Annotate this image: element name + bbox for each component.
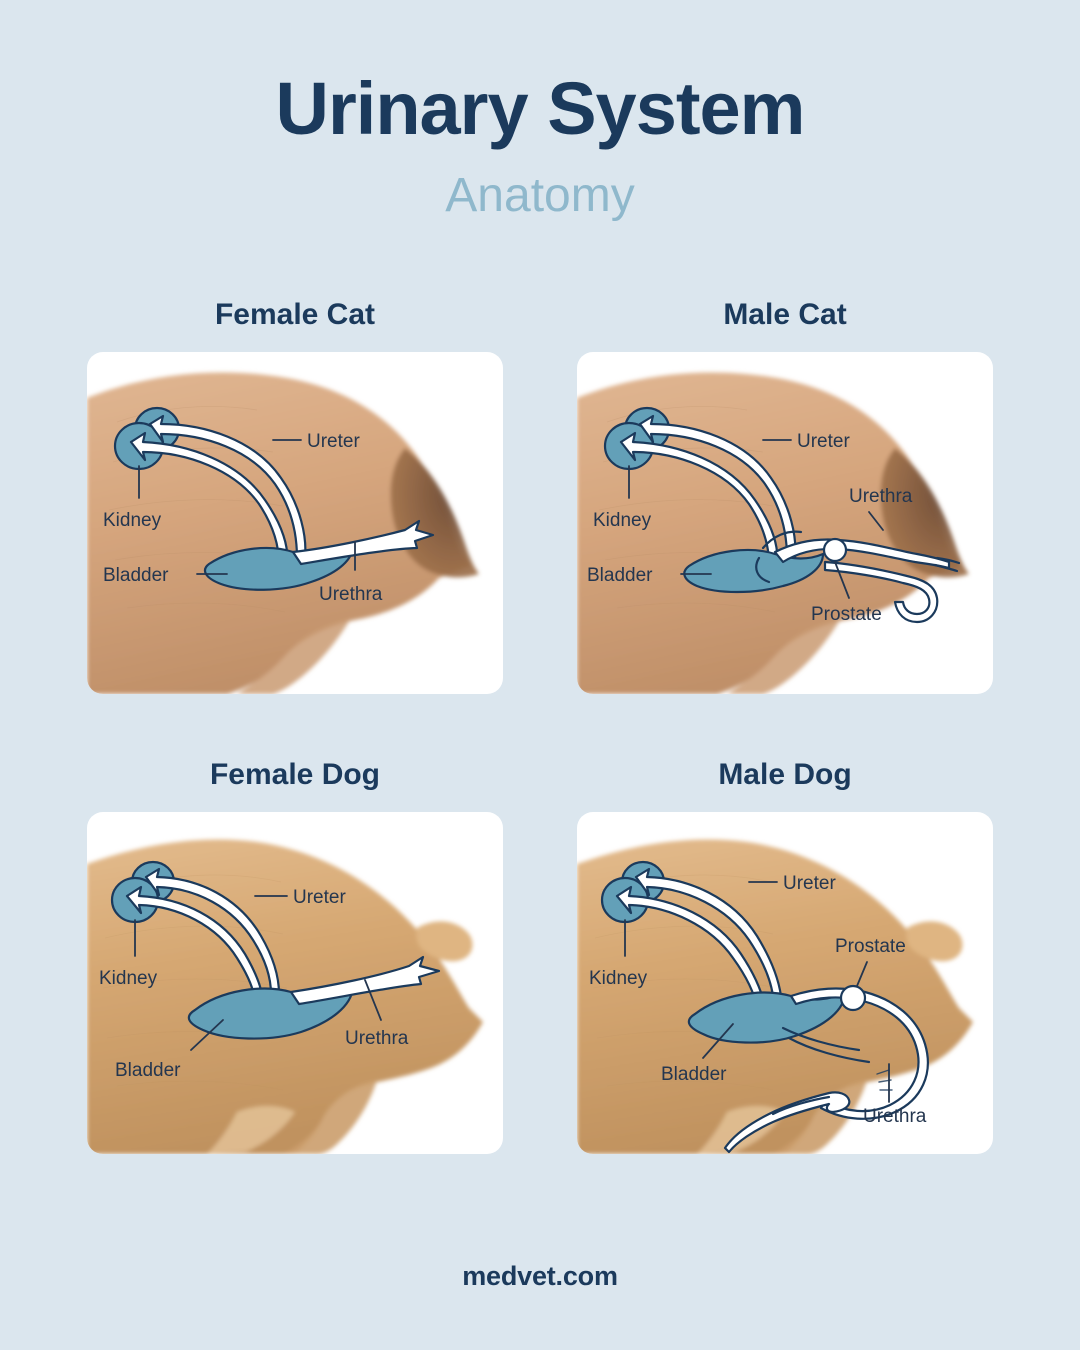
label-bladder: Bladder: [103, 565, 228, 586]
anatomy-overlay-female-dog: Ureter Kidney Bladder Urethra: [99, 860, 441, 1081]
label-bladder: Bladder: [661, 1023, 734, 1085]
prostate-shape: [839, 984, 867, 1012]
diagram-card-male-cat: Ureter Kidney Bladder Urethra: [577, 352, 993, 694]
page-title: Urinary System: [275, 67, 806, 150]
label-ureter-text: Ureter: [307, 431, 360, 452]
label-kidney-text: Kidney: [589, 968, 648, 989]
anatomy-overlay-female-cat: Ureter Kidney Bladder Urethra: [103, 406, 435, 605]
label-urethra-text: Urethra: [863, 1106, 927, 1127]
urethra-shape: [723, 987, 929, 1154]
label-kidney: Kidney: [99, 919, 158, 989]
label-urethra: Urethra: [863, 1063, 927, 1127]
label-urethra: Urethra: [849, 486, 913, 531]
label-bladder-text: Bladder: [661, 1064, 727, 1085]
urethra-shape: [291, 519, 435, 566]
prostate-shape: [822, 537, 848, 563]
label-prostate: Prostate: [811, 561, 882, 625]
panel-male-dog: Male Dog: [540, 760, 1030, 1220]
label-ureter-text: Ureter: [797, 431, 850, 452]
panel-heading-male-cat: Male Cat: [723, 298, 847, 331]
label-ureter: Ureter: [748, 873, 836, 894]
panel-female-cat: Female Cat: [50, 300, 540, 760]
label-urethra: Urethra: [319, 541, 383, 605]
label-kidney: Kidney: [103, 465, 162, 531]
label-bladder-text: Bladder: [587, 565, 653, 586]
label-kidney-text: Kidney: [99, 968, 158, 989]
diagram-card-male-dog: Ureter Kidney Bladder Urethra: [577, 812, 993, 1154]
label-prostate-text: Prostate: [835, 936, 906, 957]
diagram-card-female-dog: Ureter Kidney Bladder Urethra: [87, 812, 503, 1154]
label-bladder: Bladder: [587, 565, 712, 586]
label-kidney-text: Kidney: [593, 510, 652, 531]
panel-grid: Female Cat: [0, 300, 1080, 1220]
label-urethra-text: Urethra: [345, 1028, 409, 1049]
label-bladder: Bladder: [115, 1019, 224, 1081]
anatomy-overlay-male-dog: Ureter Kidney Bladder Urethra: [589, 860, 929, 1154]
panel-heading-male-dog: Male Dog: [718, 758, 852, 791]
label-ureter-text: Ureter: [783, 873, 836, 894]
label-urethra: Urethra: [345, 979, 409, 1049]
label-urethra-text: Urethra: [849, 486, 913, 507]
page-subtitle: Anatomy: [445, 169, 635, 222]
label-kidney: Kidney: [593, 465, 652, 531]
panel-heading-female-dog: Female Dog: [209, 758, 381, 791]
label-ureter-text: Ureter: [293, 887, 346, 908]
panel-male-cat: Male Cat: [540, 300, 1030, 760]
label-ureter: Ureter: [272, 431, 360, 452]
label-kidney: Kidney: [589, 919, 648, 989]
label-bladder-text: Bladder: [103, 565, 169, 586]
panel-female-dog: Female Dog: [50, 760, 540, 1220]
label-bladder-text: Bladder: [115, 1060, 181, 1081]
label-ureter: Ureter: [254, 887, 346, 908]
panel-heading-female-cat: Female Cat: [214, 298, 376, 331]
label-prostate-text: Prostate: [811, 604, 882, 625]
diagram-card-female-cat: Ureter Kidney Bladder Urethra: [87, 352, 503, 694]
footer-brand[interactable]: medvet.com: [462, 1261, 618, 1291]
label-ureter: Ureter: [762, 431, 850, 452]
header: Urinary System Anatomy: [0, 0, 1080, 220]
label-prostate: Prostate: [835, 936, 906, 987]
anatomy-overlay-male-cat: Ureter Kidney Bladder Urethra: [587, 406, 961, 625]
label-kidney-text: Kidney: [103, 510, 162, 531]
label-urethra-text: Urethra: [319, 584, 383, 605]
bladder-shape: [683, 548, 825, 594]
